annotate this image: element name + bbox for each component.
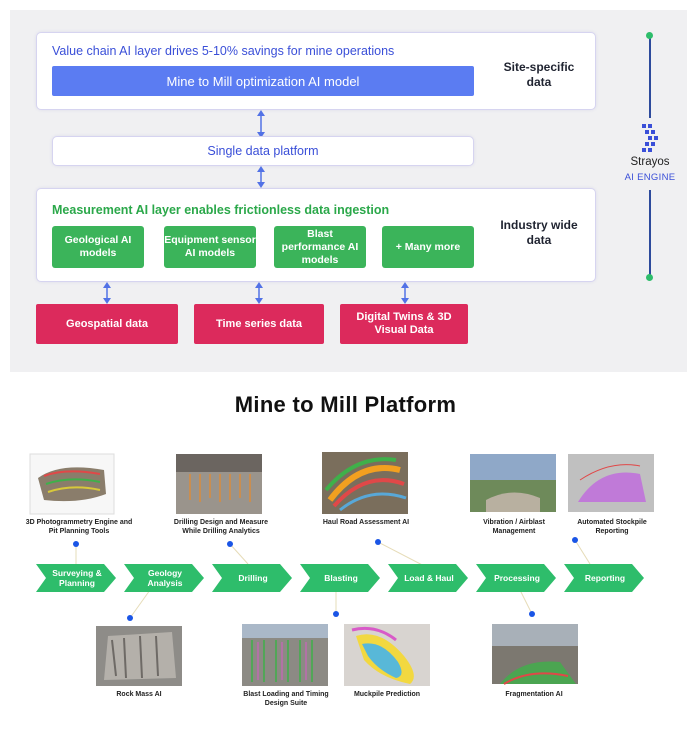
many-more-box: + Many more <box>382 226 474 268</box>
double-arrow-icon <box>103 282 111 304</box>
engine-line-bottom <box>649 190 651 276</box>
step-processing: Processing <box>494 573 540 583</box>
ai-engine-label: AI ENGINE <box>624 172 676 183</box>
arrow-surveying <box>36 564 116 592</box>
caption-drilling-design: Drilling Design and Measure While Drilli… <box>173 519 269 535</box>
double-arrow-icon <box>255 282 263 304</box>
caption-rock-mass: Rock Mass AI <box>116 691 162 698</box>
time-series-data-box: Time series data <box>194 304 324 344</box>
blast-performance-ai-box: Blast performance AI models <box>274 226 366 268</box>
measurement-header: Measurement AI layer enables frictionles… <box>52 203 390 217</box>
geological-ai-box: Geological AI models <box>52 226 144 268</box>
caption-photogrammetry: 3D Photogrammetry Engine and Pit Plannin… <box>25 519 133 535</box>
arrow-load-haul <box>388 564 468 592</box>
value-chain-header: Value chain AI layer drives 5-10% saving… <box>52 44 395 58</box>
double-arrow-icon <box>401 282 409 304</box>
double-arrow-icon <box>257 110 265 138</box>
step-drilling: Drilling <box>238 573 268 583</box>
arrow-drilling <box>212 564 292 592</box>
geospatial-data-box: Geospatial data <box>36 304 178 344</box>
caption-stockpile: Automated Stockpile Reporting <box>577 519 647 535</box>
mine-to-mill-model-bar: Mine to Mill optimization AI model <box>52 66 474 96</box>
single-data-platform: Single data platform <box>52 136 474 166</box>
equipment-sensor-ai-box: Equipment sensor AI models <box>164 226 256 268</box>
industry-wide-label: Industry wide data <box>500 218 578 247</box>
caption-fragmentation: Fragmentation AI <box>505 691 563 698</box>
step-surveying: Surveying & Planning <box>52 568 102 588</box>
step-reporting: Reporting <box>584 573 626 583</box>
double-arrow-icon <box>257 166 265 188</box>
digital-twins-box: Digital Twins & 3D Visual Data <box>340 304 468 344</box>
strayos-logo-icon <box>642 124 658 152</box>
arrow-processing <box>476 564 556 592</box>
engine-dot-top <box>646 32 653 39</box>
engine-dot-bottom <box>646 274 653 281</box>
arrow-blasting <box>300 564 380 592</box>
caption-haul-road: Haul Road Assessment AI <box>322 519 410 526</box>
site-specific-label: Site-specific data <box>503 60 575 89</box>
page-title: Mine to Mill Platform <box>234 392 457 417</box>
step-geology: Geology Analysis <box>147 568 183 588</box>
process-flow-diagram <box>29 452 654 686</box>
step-load-haul: Load & Haul <box>404 573 454 583</box>
arrow-geology <box>124 564 204 592</box>
caption-muckpile: Muckpile Prediction <box>353 691 421 698</box>
step-blasting: Blasting <box>324 573 358 583</box>
engine-line-top <box>649 34 651 118</box>
caption-vibration: Vibration / Airblast Management <box>483 519 545 535</box>
caption-blast-loading: Blast Loading and Timing Design Suite <box>243 691 329 707</box>
arrow-reporting <box>564 564 644 592</box>
strayos-brand: Strayos <box>630 156 670 168</box>
